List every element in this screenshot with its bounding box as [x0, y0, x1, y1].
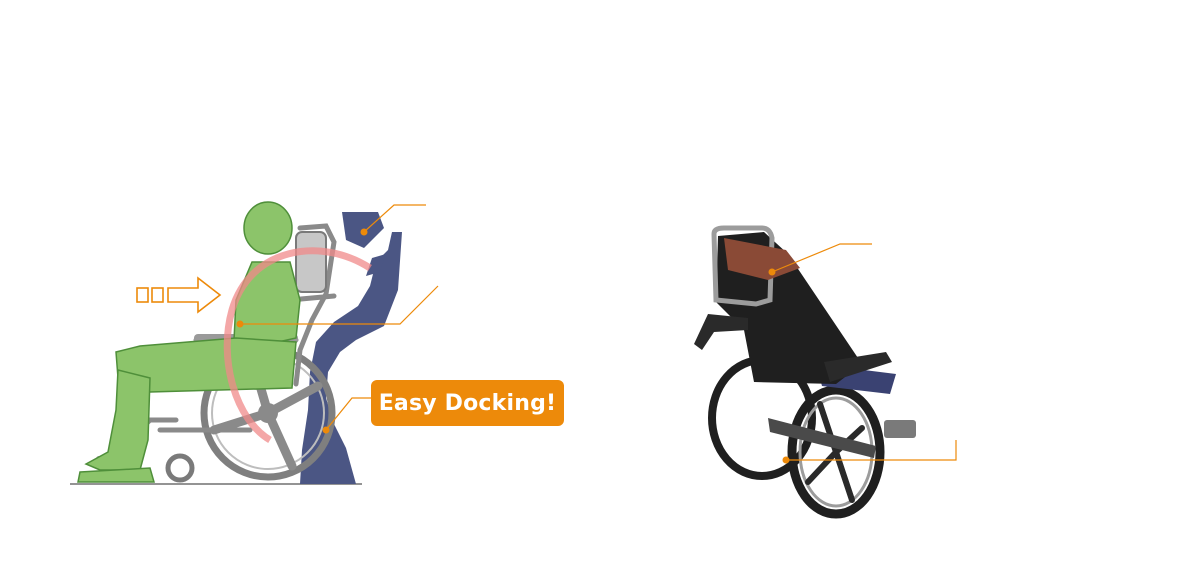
footrest [884, 420, 916, 438]
backrest-pad [295, 231, 327, 293]
callout-dot [768, 268, 790, 464]
front-caster [165, 453, 195, 483]
easy-docking-badge: Easy Docking! [371, 380, 564, 426]
easy-docking-label: Easy Docking! [378, 390, 557, 416]
left-figure [70, 201, 439, 485]
headrest [724, 238, 800, 280]
callout-dot [236, 228, 368, 434]
right-rear-wheel [787, 385, 885, 519]
direction-arrow-icon [136, 276, 222, 314]
backrest-frame [711, 225, 775, 307]
callout-leader-icon [240, 204, 439, 431]
occupant-silhouette [77, 201, 301, 483]
docking-motion-arc [223, 247, 372, 444]
right-armrest [824, 352, 892, 382]
callout-leader-icon [771, 243, 957, 461]
left-armrest [694, 314, 748, 350]
lower-frame [768, 418, 876, 458]
right-figure [694, 225, 957, 519]
